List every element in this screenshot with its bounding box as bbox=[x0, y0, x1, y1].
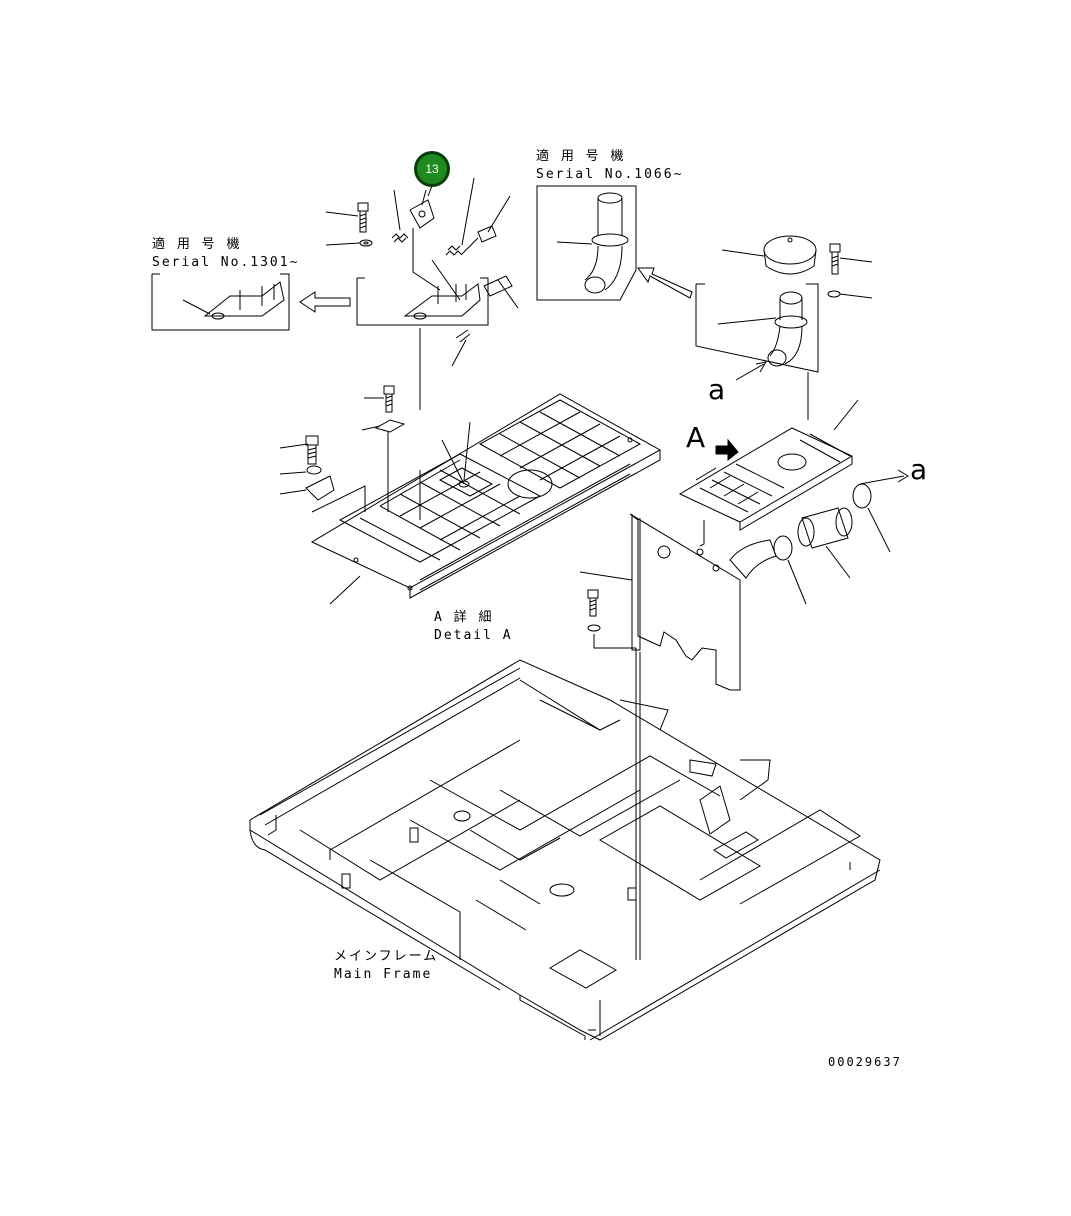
view-arrow-a bbox=[715, 438, 739, 462]
left-grille-panel bbox=[279, 328, 662, 605]
marker-a-left: a bbox=[708, 373, 726, 406]
main-frame-en-label: Main Frame bbox=[334, 967, 433, 982]
main-frame-jp-label: メインフレーム bbox=[334, 949, 439, 964]
arrow-a-in bbox=[735, 361, 768, 381]
marker-a-right: a bbox=[910, 453, 928, 486]
inset-serial-1301 bbox=[151, 273, 351, 331]
main-frame bbox=[249, 659, 881, 1041]
detail-a-jp-label: A 詳 細 bbox=[434, 610, 494, 625]
serial-1301-jp-label: 適 用 号 機 bbox=[152, 237, 242, 252]
detail-a-grille bbox=[678, 399, 909, 605]
inset-serial-1066 bbox=[536, 185, 693, 301]
view-letter-a: A bbox=[686, 421, 706, 454]
callout-13-number: 13 bbox=[425, 162, 439, 176]
arrow-left bbox=[299, 291, 351, 313]
serial-1301-en-label: Serial No.1301~ bbox=[152, 255, 300, 270]
bracket-assembly bbox=[325, 177, 519, 367]
arrow-left-2 bbox=[637, 267, 693, 299]
support-plate bbox=[579, 513, 741, 960]
serial-1066-en-label: Serial No.1066~ bbox=[536, 167, 684, 182]
serial-1066-jp-label: 適 用 号 機 bbox=[536, 149, 626, 164]
callout-13-button[interactable]: 13 bbox=[414, 151, 450, 187]
detail-a-en-label: Detail A bbox=[434, 628, 513, 643]
cap-elbow-assembly bbox=[695, 235, 873, 420]
callout-leader bbox=[427, 185, 433, 197]
drawing-number: 00029637 bbox=[828, 1055, 902, 1069]
